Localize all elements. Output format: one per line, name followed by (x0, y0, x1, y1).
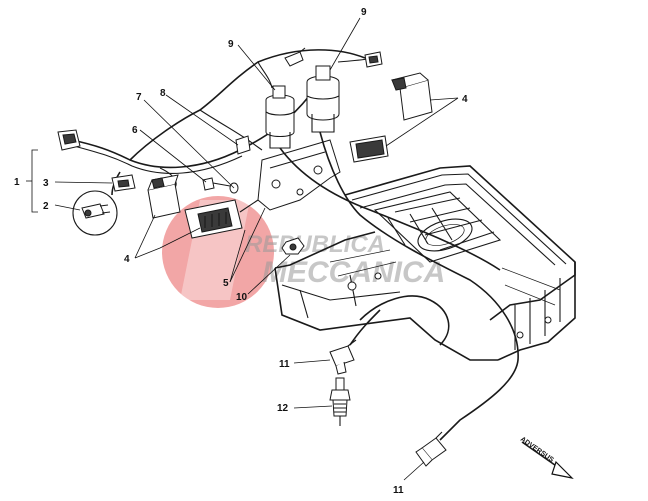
part-3-connector (111, 174, 136, 192)
part-1-bracket (31, 149, 38, 213)
part-4-relay-left (147, 174, 181, 219)
coil-terminal-clip (284, 47, 306, 67)
callouts: 1 2 3 4 4 5 6 7 8 9 9 10 11 11 12 (14, 7, 468, 496)
part-9-coil-connector (364, 51, 383, 68)
callout-4-left: 4 (124, 254, 130, 265)
part-5-bracket (239, 139, 341, 213)
leader-lines (54, 17, 459, 481)
callout-12: 12 (277, 403, 289, 414)
part-4-relay-right-top (391, 72, 433, 121)
callout-2: 2 (43, 201, 49, 212)
part-6-screw (202, 177, 231, 191)
callout-1: 1 (14, 177, 20, 188)
callout-10: 10 (236, 292, 248, 303)
part-12-spark-plug (329, 377, 351, 426)
part-8-clip (235, 135, 251, 155)
part-4-relay-right-bottom (349, 135, 389, 163)
callout-8: 8 (160, 88, 166, 99)
callout-4-right: 4 (462, 94, 468, 105)
part-2-detail (72, 190, 118, 236)
part-11-cap-upper (329, 339, 357, 375)
direction-arrow: ADVERSUS (519, 436, 574, 479)
airbox-housing (274, 165, 576, 361)
part-9-coil-left (265, 85, 295, 149)
callout-9-right: 9 (361, 7, 367, 18)
callout-9-left: 9 (228, 39, 234, 50)
direction-arrow-label: ADVERSUS (519, 436, 555, 464)
harness-connector (57, 129, 81, 151)
callout-6: 6 (132, 125, 138, 136)
callout-11-lower: 11 (393, 485, 404, 496)
callout-3: 3 (43, 178, 49, 189)
part-10-nut (281, 237, 305, 255)
part-11-cap-lower (415, 431, 447, 467)
ht-leads (279, 131, 519, 441)
callout-7: 7 (136, 92, 142, 103)
callout-11-upper: 11 (279, 359, 290, 370)
part-9-coil-right (306, 65, 340, 133)
callout-5: 5 (223, 278, 229, 289)
